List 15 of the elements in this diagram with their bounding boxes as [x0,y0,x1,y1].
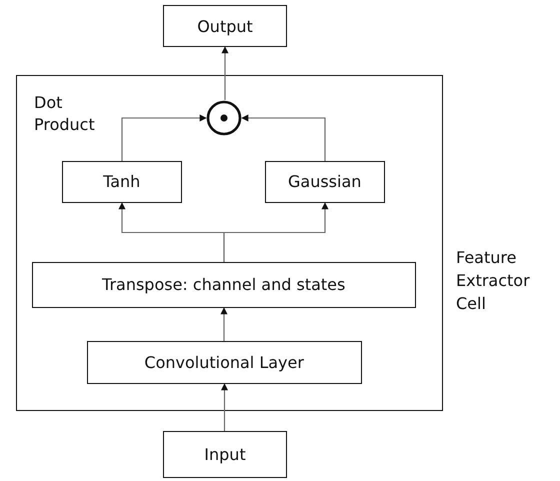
arrow [223,202,328,262]
dot-product-symbol [206,100,242,136]
arrow [121,114,207,161]
arrow [221,383,228,431]
process-box: Transpose: channel and states [32,262,416,308]
process-box: Gaussian [264,160,385,203]
arrow [222,46,228,100]
annotation: Dot Product [34,92,96,136]
process-box: Input [163,431,287,478]
group-title: Feature Extractor Cell [456,247,531,316]
arrow [220,307,228,341]
process-box: Convolutional Layer [86,340,362,384]
process-box: Tanh [62,160,182,203]
arrow [241,114,326,161]
process-box: Output [163,5,287,47]
